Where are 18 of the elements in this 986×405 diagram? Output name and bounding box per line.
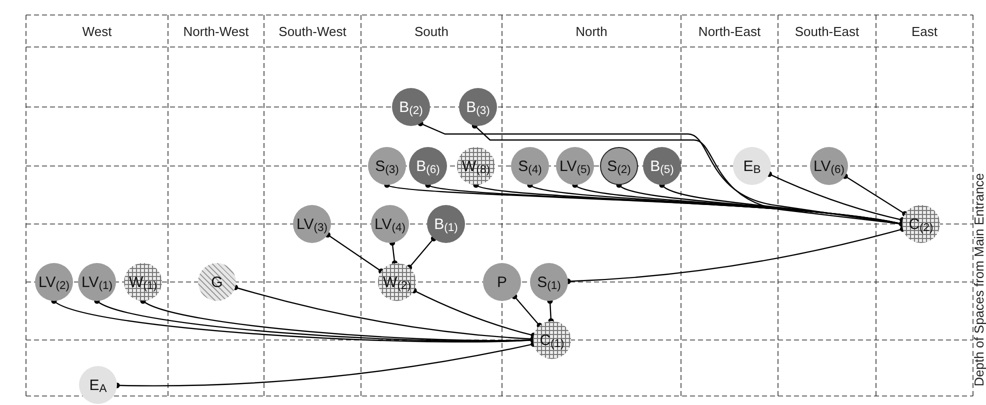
connector-line xyxy=(411,288,536,338)
column-header: South-East xyxy=(794,23,860,41)
column-header: West xyxy=(82,23,112,41)
connector-line xyxy=(766,171,906,223)
column-header: North-East xyxy=(698,23,761,41)
connector-line xyxy=(406,236,437,270)
connector-line xyxy=(114,341,536,388)
connector-line xyxy=(512,294,542,328)
column-header: North xyxy=(576,23,608,41)
column-header: East xyxy=(912,23,938,41)
column-header: North-West xyxy=(183,23,249,41)
column-header: South-West xyxy=(278,23,346,41)
connector-line xyxy=(324,232,384,274)
connector-line xyxy=(565,226,906,284)
connector-line xyxy=(842,173,908,217)
column-header: South xyxy=(414,23,448,41)
connector-line xyxy=(389,240,398,266)
axis-title: Depth of Spaces from Main Entrance xyxy=(970,172,986,388)
